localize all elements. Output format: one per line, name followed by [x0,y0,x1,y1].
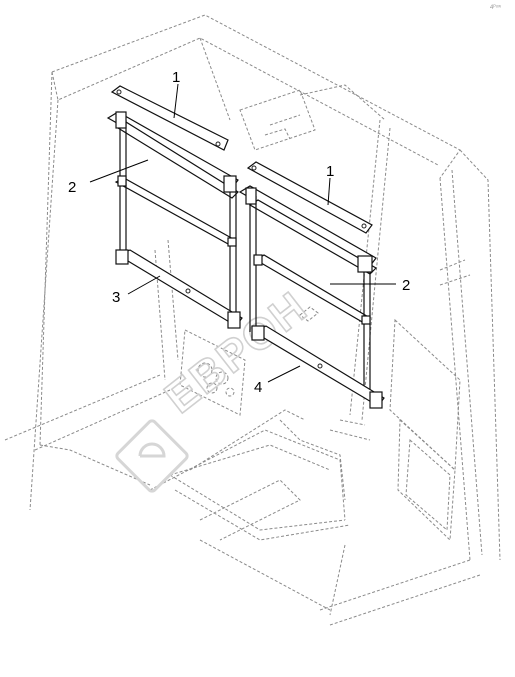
callout-3: 3 [112,289,120,306]
corner-mark: 4ᴾᵒʷ [490,4,501,11]
part-1-right-bracket [246,161,373,234]
part-4-lower-bar [251,325,385,409]
callout-1-right: 1 [326,163,334,180]
part-2-left-frame [106,111,239,320]
part-3-lower-bar [115,249,243,329]
evroh-logo-icon [115,419,189,493]
callout-2-right: 2 [402,277,410,294]
callout-2-left: 2 [68,179,76,196]
callout-leaders [89,83,396,383]
part-1-left-bracket [110,85,229,151]
callout-4: 4 [254,379,262,396]
part-2-right-frame [238,185,377,395]
callout-1-left: 1 [172,69,180,86]
